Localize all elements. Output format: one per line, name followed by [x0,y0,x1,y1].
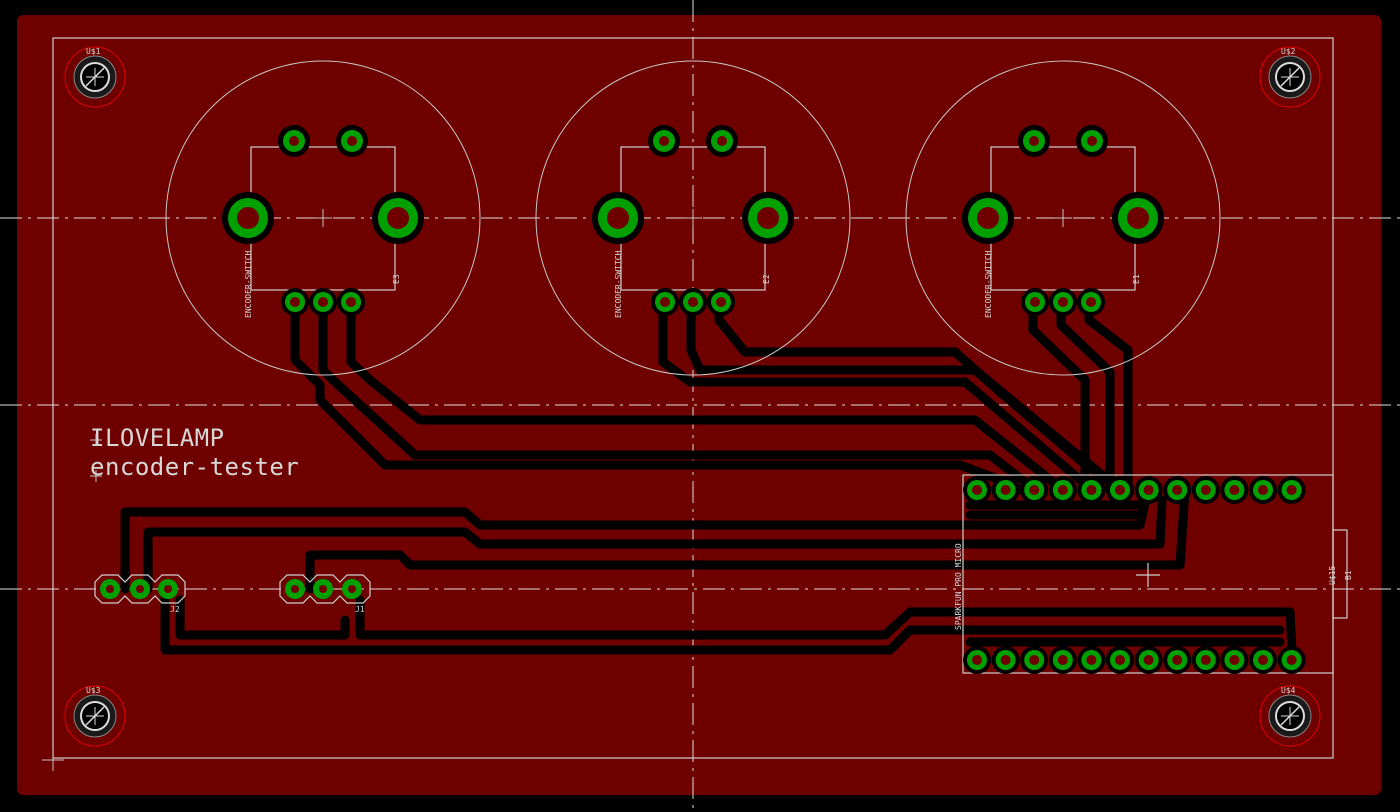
pro-micro-label: SPARKFUN_PRO_MICRO [954,543,963,630]
mounting-hole-ref: U$3 [86,686,101,695]
encoder-knob-outline [535,60,851,376]
mounting-hole-3: U$3 [64,685,126,747]
encoder-label: ENCODER-SWITCH [614,250,623,318]
pro-micro-ref2: B1 [1344,570,1353,580]
mounting-hole-ref: U$4 [1281,686,1296,695]
j1-ref: J1 [355,605,365,614]
mounting-hole-2: U$2 [1259,46,1321,108]
mounting-hole-1: U$1 [64,46,126,108]
encoder-knob-outline [165,60,481,376]
encoder-2: ENCODER-SWITCH E2 [535,60,851,376]
board-title: ILOVELAMP [90,424,225,452]
encoder-1: ENCODER-SWITCH E3 [165,60,481,376]
j2-ref: J2 [170,605,180,614]
encoder-label: ENCODER-SWITCH [244,250,253,318]
encoder-ref: E1 [1132,274,1141,284]
pro-micro-module: SPARKFUN_PRO_MICRO U$15 B1 [954,474,1353,674]
encoder-label: ENCODER-SWITCH [984,250,993,318]
encoder-3: ENCODER-SWITCH E1 [905,60,1221,376]
mounting-holes: U$1 U$2U$3 U$4 [64,46,1321,747]
mounting-hole-ref: U$2 [1281,47,1296,56]
mounting-hole-4: U$4 [1259,685,1321,747]
encoder-knob-outline [905,60,1221,376]
encoder-ref: E2 [762,274,771,284]
pro-micro-ref: U$15 [1328,566,1337,585]
mounting-hole-ref: U$1 [86,47,101,56]
header-j2: J2 [94,574,186,614]
board-subtitle: encoder-tester [90,453,299,481]
origin-marker [42,749,64,771]
header-j1: J1 [279,574,371,614]
board-text: ILOVELAMP encoder-tester [90,424,299,482]
encoder-ref: E3 [392,274,401,284]
